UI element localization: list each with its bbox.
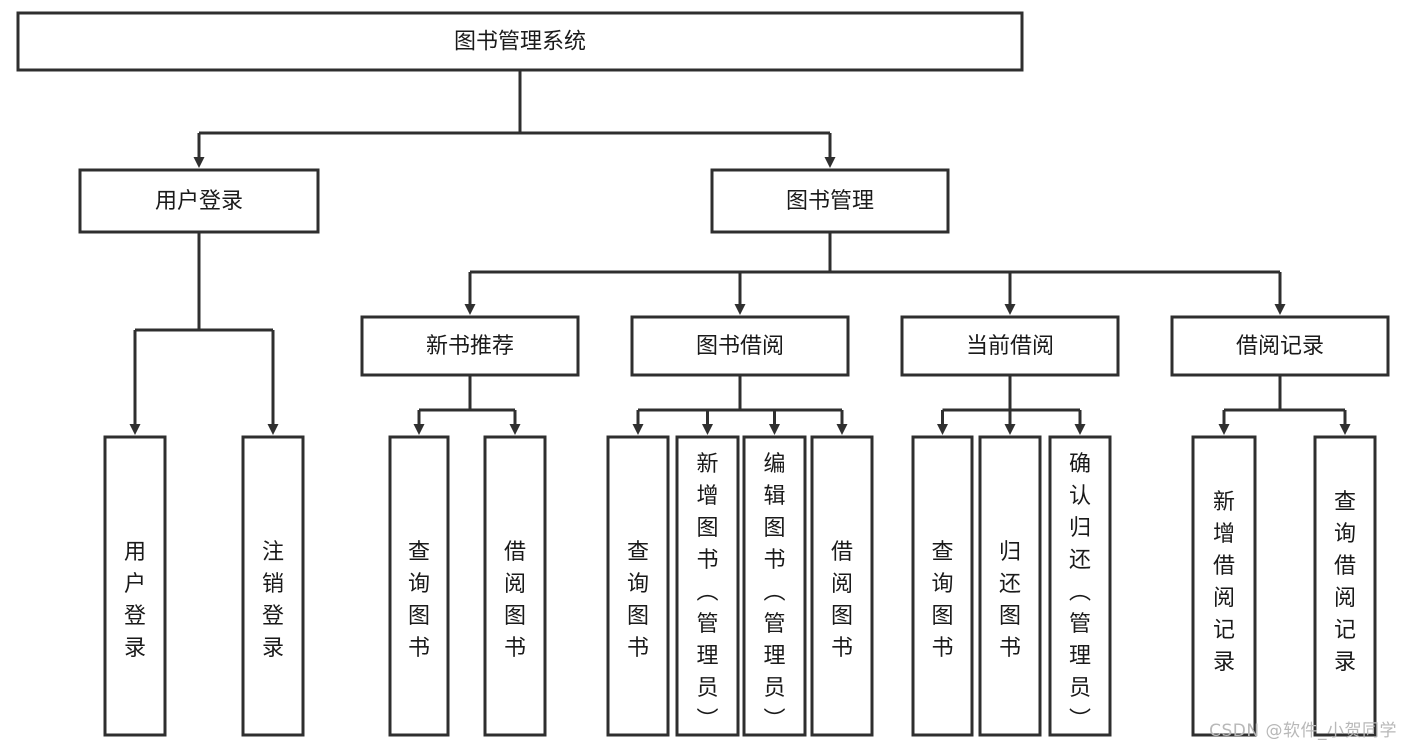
node-box <box>483 435 547 737</box>
edges-layer <box>129 70 1351 435</box>
node-box <box>710 168 950 234</box>
node-label: 图书管理 <box>786 189 874 214</box>
node-leaf-7-借阅图书[interactable]: 借阅图书 <box>810 435 874 737</box>
node-label: 当前借阅 <box>966 334 1054 359</box>
node-level3-图书借阅[interactable]: 图书借阅 <box>630 315 850 377</box>
node-box <box>630 315 850 377</box>
node-box <box>16 11 1024 72</box>
node-level3-新书推荐[interactable]: 新书推荐 <box>360 315 580 377</box>
node-level2-用户登录[interactable]: 用户登录 <box>78 168 320 234</box>
nodes-layer: 图书管理系统用户登录图书管理新书推荐图书借阅当前借阅借阅记录用户登录注销登录查询… <box>16 11 1390 737</box>
node-leaf-0-用户登录[interactable]: 用户登录 <box>103 435 167 737</box>
node-leaf-9-归还图书[interactable]: 归还图书 <box>978 435 1042 737</box>
node-leaf-10-确认归还管理员[interactable]: 确认归还︵管理员︶ <box>1048 435 1112 737</box>
node-label: 用户登录 <box>124 540 146 661</box>
node-box <box>388 435 450 737</box>
node-box <box>978 435 1042 737</box>
node-box <box>810 435 874 737</box>
node-leaf-6-编辑图书管理员[interactable]: 编辑图书︵管理员︶ <box>742 435 807 737</box>
node-label: 图书管理系统 <box>454 30 586 55</box>
node-box <box>103 435 167 737</box>
node-label: 图书借阅 <box>696 334 784 359</box>
node-box <box>241 435 305 737</box>
node-label: 查询图书 <box>931 540 953 661</box>
node-label: 用户登录 <box>155 189 243 214</box>
node-level2-图书管理[interactable]: 图书管理 <box>710 168 950 234</box>
node-label: 借阅记录 <box>1236 334 1324 359</box>
node-box <box>1048 435 1112 737</box>
node-box <box>742 435 807 737</box>
node-label: 借阅图书 <box>504 540 526 661</box>
node-box <box>911 435 974 737</box>
node-label: 查询图书 <box>408 540 430 661</box>
node-leaf-1-注销登录[interactable]: 注销登录 <box>241 435 305 737</box>
node-label: 查询图书 <box>627 540 649 661</box>
node-level3-当前借阅[interactable]: 当前借阅 <box>900 315 1120 377</box>
node-label: 新增图书︵管理员︶ <box>696 452 718 733</box>
node-label: 注销登录 <box>262 540 284 661</box>
node-label: 新书推荐 <box>426 334 514 359</box>
node-leaf-8-查询图书[interactable]: 查询图书 <box>911 435 974 737</box>
node-label: 编辑图书︵管理员︶ <box>763 452 785 733</box>
node-label: 新增借阅记录 <box>1213 490 1235 675</box>
node-box <box>1170 315 1390 377</box>
node-label: 确认归还︵管理员︶ <box>1069 452 1091 733</box>
node-leaf-2-查询图书[interactable]: 查询图书 <box>388 435 450 737</box>
node-root-图书管理系统[interactable]: 图书管理系统 <box>16 11 1024 72</box>
node-box <box>78 168 320 234</box>
node-box <box>360 315 580 377</box>
node-leaf-5-新增图书管理员[interactable]: 新增图书︵管理员︶ <box>675 435 740 737</box>
node-box <box>900 315 1120 377</box>
csdn-watermark: CSDN @软件_小贺同学 <box>1209 721 1397 741</box>
node-leaf-11-新增借阅记录[interactable]: 新增借阅记录 <box>1191 435 1257 737</box>
node-box <box>1191 435 1257 737</box>
node-box <box>675 435 740 737</box>
node-label: 归还图书 <box>999 540 1021 661</box>
node-box <box>606 435 670 737</box>
node-level3-借阅记录[interactable]: 借阅记录 <box>1170 315 1390 377</box>
node-label: 借阅图书 <box>831 540 853 661</box>
node-box <box>1313 435 1377 737</box>
node-leaf-12-查询借阅记录[interactable]: 查询借阅记录 <box>1313 435 1377 737</box>
node-leaf-4-查询图书[interactable]: 查询图书 <box>606 435 670 737</box>
node-label: 查询借阅记录 <box>1334 490 1356 675</box>
node-leaf-3-借阅图书[interactable]: 借阅图书 <box>483 435 547 737</box>
